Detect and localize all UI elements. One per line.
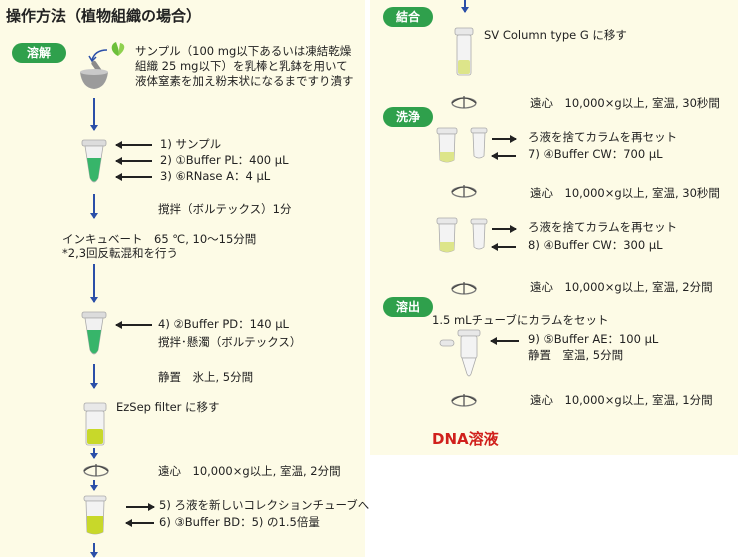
flow-arrow (90, 480, 97, 491)
flow-arrow (90, 543, 97, 558)
step8: 8) ④Buffer CW：300 µL (528, 238, 663, 252)
add-arrow (125, 519, 154, 526)
step6: 6) ③Buffer BD：5) の1.5倍量 (159, 515, 320, 529)
add1-rnase: 3) ⑥RNase A：4 µL (160, 169, 271, 183)
discard-2: ろ液を捨てカラムを再セット (528, 220, 678, 234)
rest-ice: 静置 氷上, 5分間 (158, 370, 254, 384)
step7: 7) ④Buffer CW：700 µL (528, 147, 663, 161)
flow-arrow (90, 194, 97, 219)
flow-arrow (90, 98, 97, 131)
badge-wash: 洗浄 (383, 107, 433, 127)
mortar-pestle-icon (80, 60, 108, 89)
add-arrow (115, 141, 152, 148)
centrifuge-1: 遠心 10,000×g以上, 室温, 2分間 (158, 464, 341, 478)
sample-desc-line1: サンプル（100 mg以下あるいは凍結乾燥 (135, 44, 352, 58)
add1-sample: 1) サンプル (160, 137, 222, 151)
sample-desc-line2: 組織 25 mg以下）を乳棒と乳鉢を用いて (135, 59, 348, 73)
curved-arrow-icon (88, 49, 108, 63)
microtube-icon (81, 139, 107, 183)
left-panel (0, 0, 365, 557)
centrifuge-5: 遠心 10,000×g以上, 室温, 1分間 (530, 393, 713, 407)
centrifuge-icon (451, 96, 477, 109)
flow-arrow (90, 264, 97, 303)
discard-1: ろ液を捨てカラムを再セット (528, 130, 678, 144)
page-title: 操作方法（植物組織の場合） (6, 7, 202, 25)
rest-room-temp: 静置 室温, 5分間 (528, 348, 624, 362)
flow-arrow (90, 364, 97, 389)
incubate-note: *2,3回反転混和を行う (62, 246, 179, 260)
discard-arrow (492, 135, 517, 142)
badge-elution: 溶出 (383, 297, 433, 317)
discard-arrow (492, 225, 517, 232)
centrifuge-icon (451, 394, 477, 407)
filter-column-icon (83, 402, 107, 446)
add-arrow (491, 152, 516, 159)
badge-binding: 結合 (383, 7, 433, 27)
empty-tube-icon (470, 218, 488, 250)
right-panel (370, 0, 738, 455)
tube-cap-icon (439, 339, 455, 347)
leaf-icon (111, 42, 125, 56)
empty-tube-icon (470, 127, 488, 159)
flow-arrow (90, 448, 97, 459)
add-arrow (491, 243, 516, 250)
centrifuge-3: 遠心 10,000×g以上, 室温, 30秒間 (530, 186, 720, 200)
centrifuge-icon (451, 282, 477, 295)
dna-solution-label: DNA溶液 (432, 430, 499, 448)
svcolumn-transfer: SV Column type G に移す (484, 28, 627, 42)
add-arrow (115, 173, 152, 180)
add2-buffer-pd: 4) ②Buffer PD：140 µL (158, 317, 289, 331)
set-tube: 1.5 mLチューブにカラムをセット (432, 313, 609, 327)
spin-column-icon (436, 217, 458, 253)
flow-arrow (461, 0, 468, 13)
collection-tube-icon (83, 495, 107, 535)
column-in-tube-icon (457, 329, 481, 377)
step5: 5) ろ液を新しいコレクションチューブへ (159, 498, 370, 512)
add-arrow (115, 321, 152, 328)
add-arrow (115, 157, 152, 164)
badge-lysis: 溶解 (12, 43, 66, 63)
mix-2: 撹拌･懸濁（ボルテックス） (158, 335, 302, 349)
centrifuge-4: 遠心 10,000×g以上, 室温, 2分間 (530, 280, 713, 294)
spin-column-icon (436, 127, 458, 163)
centrifuge-2: 遠心 10,000×g以上, 室温, 30秒間 (530, 96, 720, 110)
microtube-icon (81, 311, 107, 355)
centrifuge-icon (451, 185, 477, 198)
spin-column-icon (454, 27, 474, 76)
sample-desc-line3: 液体窒素を加え粉末状になるまですり潰す (135, 74, 354, 88)
add-arrow (490, 337, 519, 344)
step9: 9) ⑤Buffer AE：100 µL (528, 332, 659, 346)
vortex-1: 撹拌（ボルテックス）1分 (158, 202, 292, 216)
ezsep-transfer: EzSep filter に移す (116, 400, 220, 414)
output-arrow (126, 503, 155, 510)
centrifuge-icon (83, 464, 109, 477)
add1-buffer-pl: 2) ①Buffer PL：400 µL (160, 153, 289, 167)
incubate: インキュベート 65 ℃, 10～15分間 (62, 232, 257, 246)
